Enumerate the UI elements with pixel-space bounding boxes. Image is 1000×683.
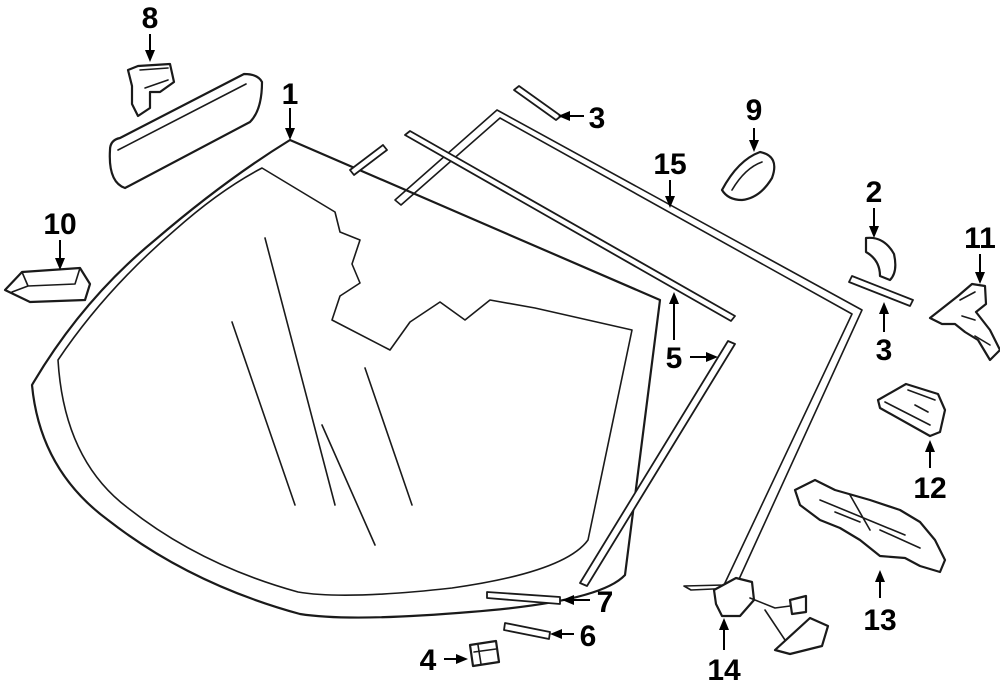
svg-text:9: 9 (746, 94, 763, 127)
svg-text:10: 10 (43, 208, 76, 241)
callout-4: 4 (420, 644, 468, 677)
svg-text:8: 8 (142, 2, 159, 35)
svg-text:1: 1 (282, 78, 299, 111)
svg-text:6: 6 (580, 620, 597, 653)
wiring-harness[interactable] (712, 576, 830, 656)
callout-7: 7 (562, 586, 613, 619)
callout-9: 9 (746, 94, 763, 152)
callout-6: 6 (550, 620, 596, 653)
callout-3-top: 3 (558, 102, 605, 135)
svg-text:7: 7 (597, 586, 614, 619)
callout-15: 15 (653, 148, 687, 208)
svg-text:12: 12 (913, 472, 946, 505)
callout-2: 2 (866, 176, 883, 238)
sensor-cover[interactable] (720, 150, 776, 202)
lower-molding[interactable] (486, 591, 561, 640)
callout-3-right: 3 (876, 302, 893, 367)
callout-13: 13 (863, 570, 897, 637)
side-molding[interactable] (404, 130, 736, 587)
svg-text:4: 4 (420, 644, 437, 677)
svg-text:13: 13 (863, 604, 896, 637)
callout-14: 14 (707, 618, 741, 683)
callout-8: 8 (142, 2, 159, 62)
callout-10: 10 (43, 208, 77, 270)
holder[interactable] (3, 266, 92, 304)
callout-11: 11 (964, 222, 996, 284)
clip[interactable] (468, 639, 501, 668)
callout-5: 5 (666, 292, 718, 375)
mount-bracket[interactable] (793, 478, 947, 574)
callout-1: 1 (282, 78, 299, 140)
windshield-glass[interactable] (30, 138, 662, 619)
svg-text:2: 2 (866, 176, 883, 209)
rearview-mirror[interactable] (108, 62, 264, 190)
bracket[interactable] (928, 282, 1000, 362)
svg-text:3: 3 (589, 102, 606, 135)
svg-text:3: 3 (876, 334, 893, 367)
callout-12: 12 (913, 440, 947, 505)
sensor-module[interactable] (876, 382, 947, 438)
small-cover[interactable] (864, 236, 897, 282)
windshield-molding[interactable] (394, 109, 863, 591)
svg-text:15: 15 (653, 148, 686, 181)
svg-text:14: 14 (707, 654, 741, 683)
svg-text:5: 5 (666, 342, 683, 375)
svg-text:11: 11 (964, 222, 996, 255)
